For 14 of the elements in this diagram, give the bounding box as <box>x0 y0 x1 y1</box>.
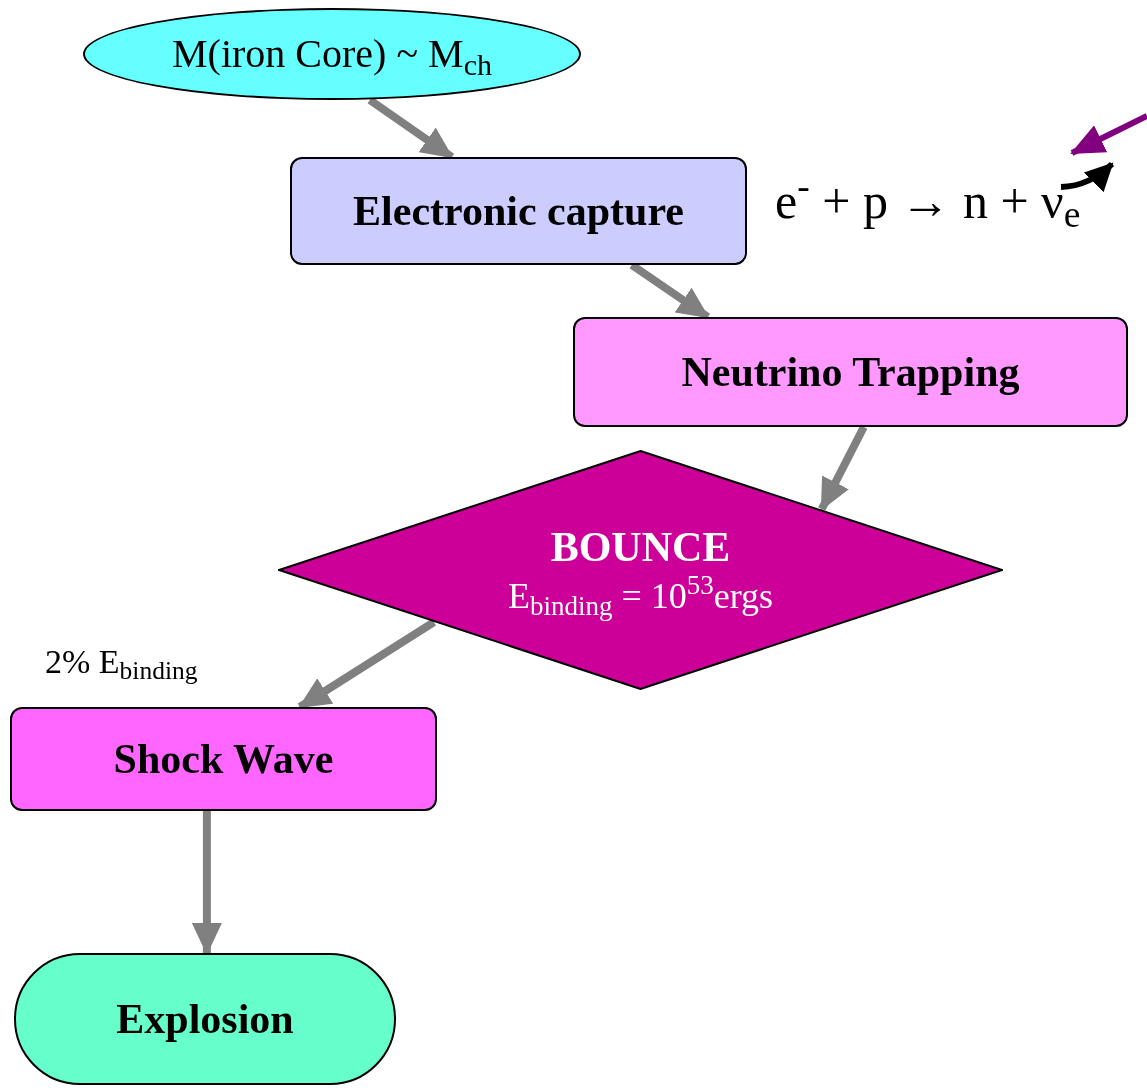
decision-diamond <box>278 450 1003 690</box>
node-title: Electronic capture <box>353 186 684 236</box>
node-title: BOUNCE <box>550 523 731 573</box>
node-title: Neutrino Trapping <box>681 347 1020 397</box>
process-box <box>10 707 437 811</box>
node-text: E$_{binding}$ = 10$^{53}$ergs <box>507 573 774 619</box>
arrow <box>191 811 222 955</box>
edge-label: 2% E$_{binding}$ <box>45 642 198 687</box>
arrow <box>818 425 868 511</box>
process-box <box>573 317 1128 427</box>
node-title: Shock Wave <box>113 734 334 784</box>
node-title: M(iron Core) ~ M$_{ch}$ <box>172 30 492 83</box>
process-box <box>290 157 747 265</box>
node-title: Explosion <box>116 994 294 1044</box>
